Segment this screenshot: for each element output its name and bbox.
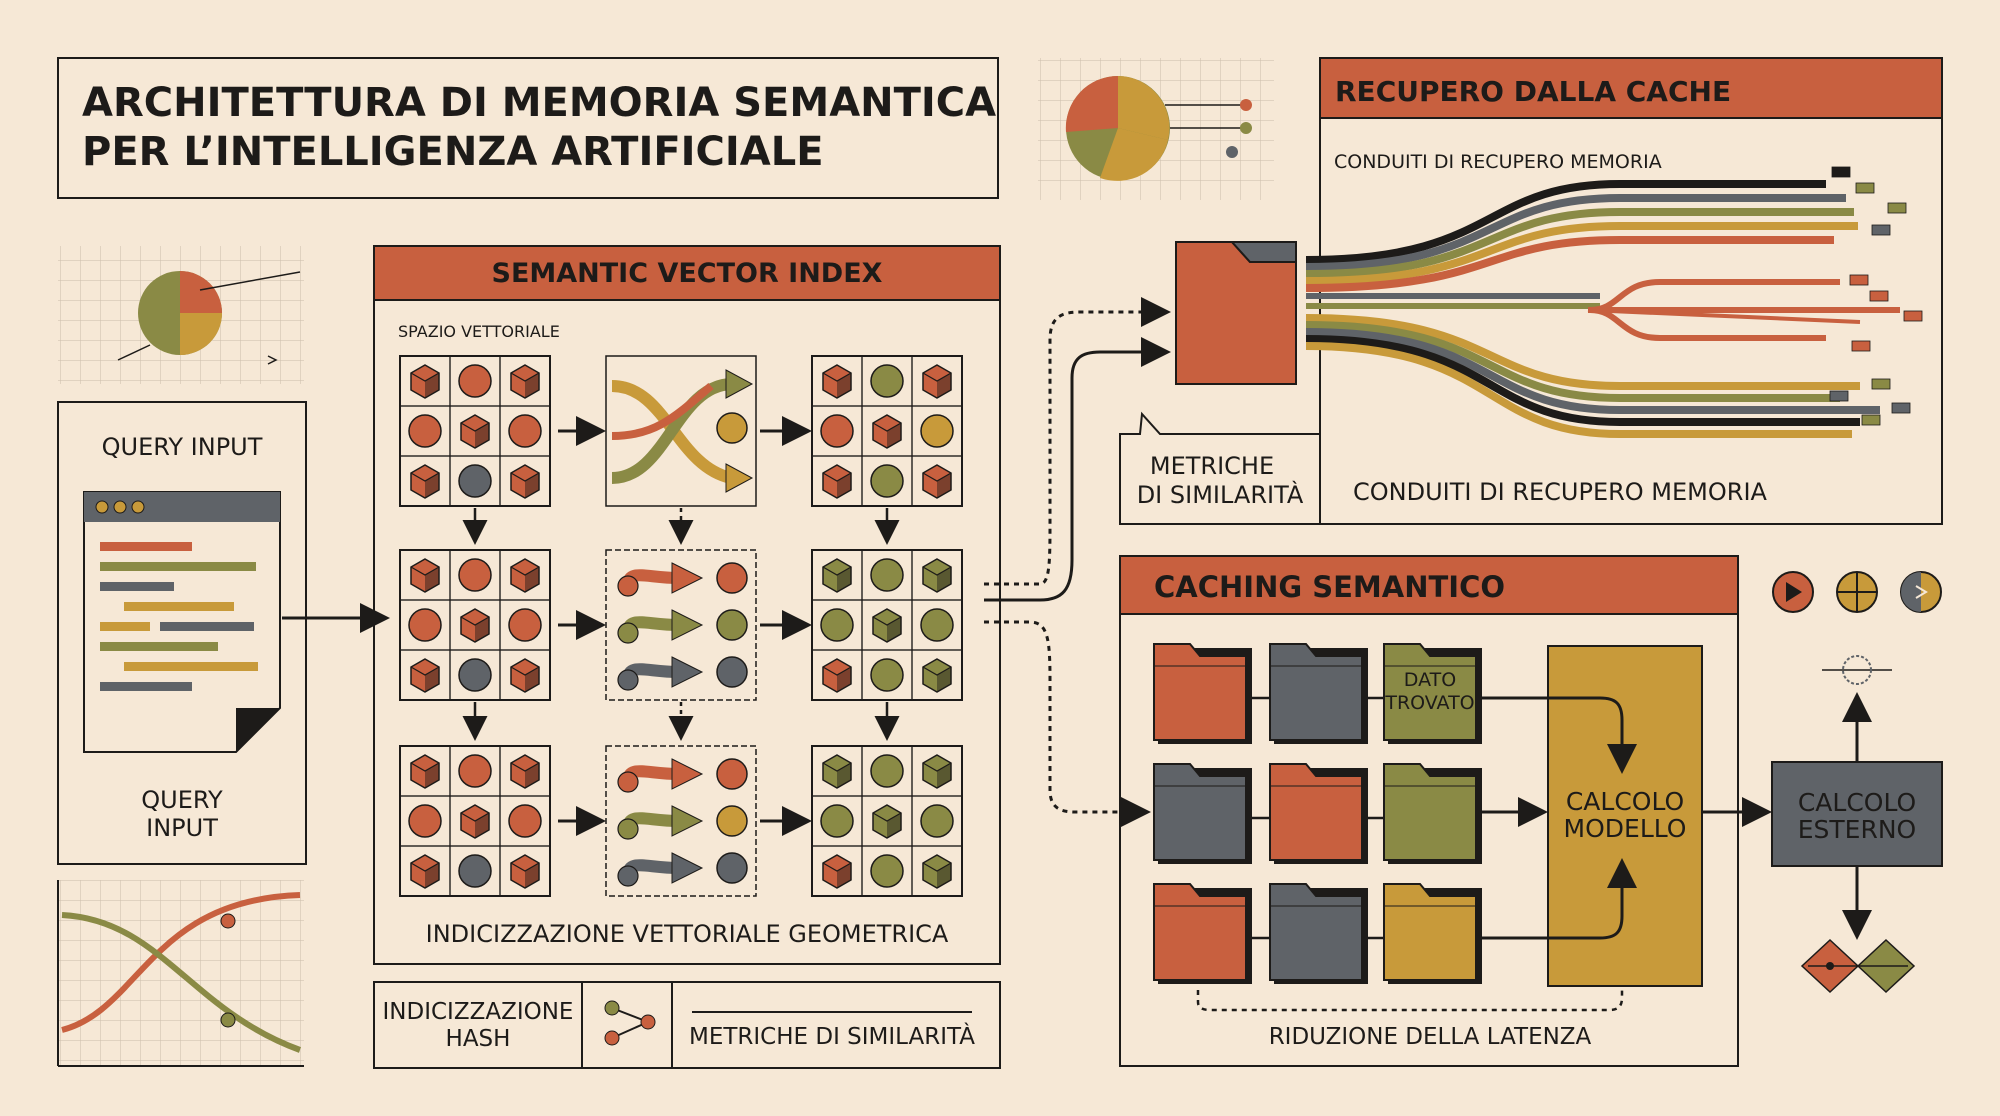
metrics-label-2: DI SIMILARITÀ (1137, 480, 1304, 509)
vector-grid-right-2 (811, 549, 963, 701)
external-compute-block: CALCOLO ESTERNO (1771, 761, 1943, 867)
vector-index-header: SEMANTIC VECTOR INDEX (492, 258, 883, 289)
cache-folder-3-3 (1383, 883, 1482, 984)
cache-recovery-footer: CONDUITI DI RECUPERO MEMORIA (1353, 478, 1768, 506)
metrics-callout: METRICHE DI SIMILARITÀ (1119, 411, 1321, 525)
query-input-label-bottom-1: QUERY (141, 786, 223, 814)
cache-folder-1-3 (1383, 643, 1482, 744)
cache-folder-3-1 (1153, 883, 1252, 984)
hash-index-label-2: HASH (446, 1026, 511, 1052)
query-document-icon (83, 491, 281, 753)
title-line-2: PER L’INTELLIGENZA ARTIFICIALE (82, 129, 824, 175)
model-compute-block: CALCOLO MODELLO (1547, 645, 1703, 987)
split-circle-icon (1900, 571, 1942, 613)
cache-recovery-subtitle: CONDUITI DI RECUPERO MEMORIA (1334, 151, 1662, 173)
node-graph-icon (604, 1000, 656, 1046)
cache-folder-2-1 (1153, 763, 1252, 864)
vector-space-label: SPAZIO VETTORIALE (398, 322, 560, 341)
vector-grid-left-3 (399, 745, 551, 897)
query-input-label-top: QUERY INPUT (102, 433, 263, 461)
cache-folder-icon (1175, 241, 1297, 385)
cache-folder-2-3 (1383, 763, 1482, 864)
semantic-caching-panel: CACHING SEMANTICO DATO TROVATO CALCOLO M… (1119, 555, 1739, 1067)
cache-recovery-panel: RECUPERO DALLA CACHE CONDUITI DI RECUPER… (1305, 57, 1943, 525)
cache-folder-2-2 (1269, 763, 1368, 864)
caching-header: CACHING SEMANTICO (1154, 570, 1505, 604)
found-label-2: TROVATO (1384, 692, 1474, 714)
vector-grids (399, 355, 963, 897)
pie-chart-icon-top (1038, 58, 1274, 200)
query-input-label-bottom-2: INPUT (146, 814, 218, 842)
cache-folders (1153, 643, 1482, 984)
diamond-icon (1800, 938, 1916, 994)
play-icon (1772, 571, 1814, 613)
crosshair-circle-icon (1836, 571, 1878, 613)
cache-recovery-header: RECUPERO DALLA CACHE (1335, 75, 1731, 108)
hash-metrics-bar: INDICIZZAZIONE HASH METRICHE DI SIMILARI… (373, 981, 1001, 1069)
vector-index-footer: INDICIZZAZIONE VETTORIALE GEOMETRICA (426, 920, 949, 948)
title-panel: ARCHITETTURA DI MEMORIA SEMANTICA PER L’… (57, 57, 999, 199)
cache-folder-1-2 (1269, 643, 1368, 744)
index-output-connectors (984, 297, 1171, 827)
similarity-metrics-label: METRICHE DI SIMILARITÀ (689, 1022, 975, 1050)
vector-grid-right-3 (811, 745, 963, 897)
metrics-label-1: METRICHE (1150, 452, 1274, 480)
semantic-vector-index-panel: SEMANTIC VECTOR INDEX SPAZIO VETTORIALE … (373, 245, 1001, 965)
external-compute-label-1: CALCOLO (1798, 788, 1916, 817)
found-label-1: DATO (1404, 669, 1456, 691)
curve-chart-icon (57, 880, 304, 1067)
latency-reduction-label: RIDUZIONE DELLA LATENZA (1269, 1024, 1592, 1050)
title-line-1: ARCHITETTURA DI MEMORIA SEMANTICA (82, 80, 996, 126)
pie-chart-icon-left (58, 246, 304, 384)
memory-conduits (1305, 166, 1923, 438)
vector-grid-left-2 (399, 549, 551, 701)
model-compute-label-1: CALCOLO (1566, 787, 1684, 816)
external-compute-label-2: ESTERNO (1798, 815, 1916, 844)
vector-grid-right-1 (811, 355, 963, 507)
model-compute-label-2: MODELLO (1564, 814, 1687, 843)
cache-folder-3-2 (1269, 883, 1368, 984)
hash-index-label-1: INDICIZZAZIONE (383, 999, 574, 1025)
cache-folder-1-1 (1153, 643, 1252, 744)
vector-grid-left-1 (399, 355, 551, 507)
query-input-panel: QUERY INPUT QUERY INPUT (57, 401, 307, 865)
vector-transform-arrows (462, 355, 900, 897)
crosshair-icon (1822, 655, 1892, 685)
